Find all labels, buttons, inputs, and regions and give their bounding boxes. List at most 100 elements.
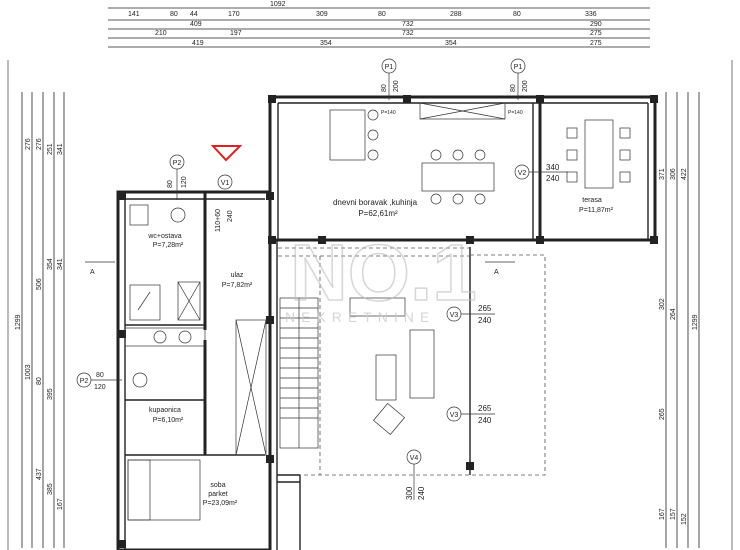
section-mark-right: A [494,269,499,276]
opening-width: 80 [96,372,104,379]
terrace-table [584,119,614,189]
top-dimensions: 1092 141 80 44 170 309 80 288 80 336 409… [108,1,650,48]
opening-height: 240 [227,210,234,222]
shower [129,284,161,321]
bathroom-toilet [132,372,148,388]
left-dimensions: 1299 1003 506 437 276 276 251 341 354 34… [15,92,65,548]
armchair [373,403,405,435]
dim-label: 276 [25,138,32,150]
furniture [124,102,631,521]
dim-label: 167 [659,508,666,520]
dim-label: 336 [585,11,597,18]
opening-width: 340 [546,163,560,172]
dim-label: 1299 [692,314,699,330]
opening-width: 265 [478,304,492,313]
opening-tag: V3 [450,412,459,419]
opening-width: 80 [381,84,388,92]
opening-height: 240 [478,316,492,325]
room-area-terrace: P=11,87m² [579,207,614,214]
dim-label: 732 [402,21,414,28]
opening-height: 240 [478,416,492,425]
dim-label: 197 [230,30,242,37]
kitchen-island [329,109,366,161]
room-name-terrace: terasa [582,197,602,204]
room-floor-bedroom: parket [208,491,228,498]
dim-label: 422 [681,168,688,180]
dim-label: 141 [128,11,140,18]
dim-label: 80 [36,377,43,385]
dim-label: 385 [47,483,54,495]
dim-label: 157 [670,508,677,520]
bed [127,459,201,521]
dim-label: 152 [681,513,688,525]
room-area-bathroom: P=6,10m² [153,417,184,424]
room-labels: dnevni boravak ,kuhinja P=62,61m² terasa… [147,197,613,507]
opening-tag: P2 [173,160,182,167]
room-name-entrance: ulaz [231,272,244,279]
opening-width: 265 [478,404,492,413]
opening-height: 200 [393,80,400,92]
opening-tag: P1 [514,64,523,71]
opening-tag: P1 [385,64,394,71]
watermark-logo: NO.1 [290,228,477,317]
dim-label: 506 [36,278,43,290]
storage-unit [177,281,201,321]
staircase [279,297,319,449]
dim-label: 341 [57,258,64,270]
dim-label: 167 [57,498,64,510]
opening-width: 80 [510,84,517,92]
dim-label: 1299 [15,314,22,330]
watermark-subtitle: NEKRETNINE [285,309,435,325]
dim-label: 210 [155,30,167,37]
dim-label: 341 [57,143,64,155]
dim-label: 419 [192,40,204,47]
dashed-outlines [278,247,546,476]
opening-height: 120 [94,384,106,391]
dim-label: 1092 [270,1,286,8]
opening-tag: P2 [80,378,89,385]
kitchen-counter [419,102,506,120]
section-mark-left: A [90,269,95,276]
opening-sill: P=140 [508,110,523,116]
dim-label: 276 [36,138,43,150]
dim-label: 437 [36,468,43,480]
dim-label: 395 [47,388,54,400]
washbasin [129,204,149,226]
section-markers: A A [85,261,515,276]
dim-label: 371 [659,168,666,180]
opening-tag: V1 [221,180,230,187]
room-area-living: P=62,61m² [358,209,398,218]
dim-label: 354 [320,40,332,47]
dim-label: 354 [47,258,54,270]
dim-label: 732 [402,30,414,37]
opening-height: 200 [522,80,529,92]
dim-label: 309 [316,11,328,18]
dim-label: 290 [590,21,602,28]
dim-label: 288 [450,11,462,18]
north-arrow-icon [210,145,243,162]
room-name-living: dnevni boravak ,kuhinja [333,198,418,207]
dim-label: 80 [170,11,178,18]
dim-label: 80 [513,11,521,18]
room-name-bathroom: kupaonica [149,407,181,414]
dim-label: 170 [228,11,240,18]
opening-height: 240 [417,486,426,500]
dim-label: 251 [47,143,54,155]
opening-height: 120 [181,176,188,188]
opening-tag: V3 [450,312,459,319]
dim-label: 80 [378,11,386,18]
dim-label: 354 [445,40,457,47]
room-area-bedroom: P=23,09m² [203,500,238,507]
sofa-back [349,297,406,317]
bathroom-vanity [124,327,206,347]
opening-tags: P1 80 200 P=140 P1 80 200 P=140 P2 80 12… [76,58,568,500]
coffee-table [375,354,397,401]
sofa [409,329,435,399]
opening-width: 110+60 [215,209,222,232]
wardrobe [235,319,267,456]
dining-table [421,162,495,192]
dim-label: 275 [590,30,602,37]
walls [116,95,657,550]
dim-label: 265 [659,408,666,420]
